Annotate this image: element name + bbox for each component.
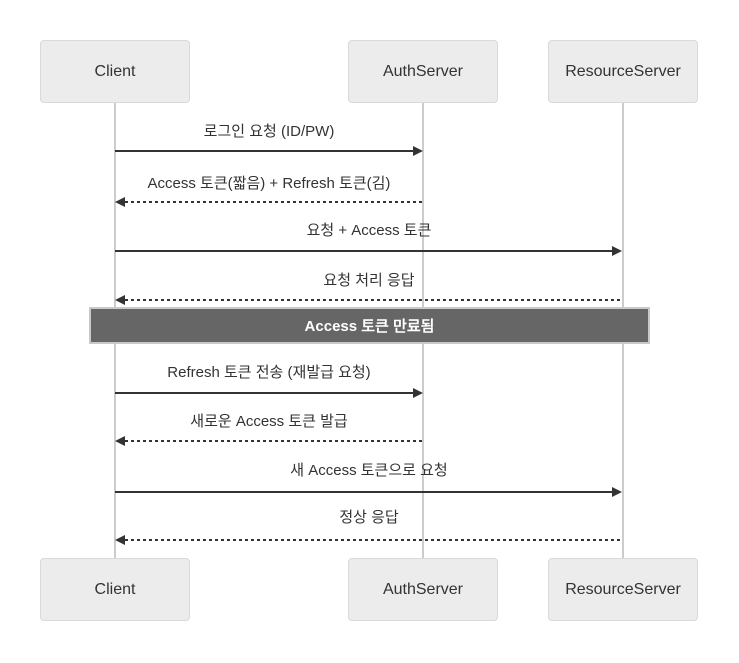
actor-resourceserver-top: ResourceServer bbox=[548, 40, 698, 103]
message-response-line bbox=[125, 299, 622, 301]
actor-authserver-top: AuthServer bbox=[348, 40, 498, 103]
actor-client-top: Client bbox=[40, 40, 190, 103]
actor-client-bottom-label: Client bbox=[94, 580, 136, 598]
actor-resourceserver-bottom-label: ResourceServer bbox=[565, 580, 681, 598]
actor-client-top-label: Client bbox=[94, 62, 136, 80]
message-normal-response-line bbox=[125, 539, 622, 541]
arrowhead-left-icon bbox=[115, 436, 125, 446]
note-access-token-expired-label: Access 토큰 만료됨 bbox=[304, 318, 435, 335]
message-request-with-new-token-line bbox=[115, 491, 613, 493]
actor-authserver-bottom: AuthServer bbox=[348, 558, 498, 621]
actor-resourceserver-top-label: ResourceServer bbox=[565, 62, 681, 80]
arrowhead-left-icon bbox=[115, 295, 125, 305]
message-request-with-token-line bbox=[115, 250, 613, 252]
message-tokens-issued-line bbox=[125, 201, 423, 203]
arrowhead-right-icon bbox=[612, 246, 622, 256]
message-normal-response-label: 정상 응답 bbox=[339, 509, 399, 526]
message-request-with-new-token-label: 새 Access 토큰으로 요청 bbox=[290, 462, 448, 479]
message-login-request-line bbox=[115, 150, 414, 152]
arrowhead-right-icon bbox=[612, 487, 622, 497]
arrowhead-right-icon bbox=[413, 146, 423, 156]
message-refresh-token-send-label: Refresh 토큰 전송 (재발급 요청) bbox=[167, 364, 371, 381]
message-response-label: 요청 처리 응답 bbox=[323, 272, 415, 289]
message-new-access-token-line bbox=[125, 440, 423, 442]
message-new-access-token-label: 새로운 Access 토큰 발급 bbox=[190, 413, 348, 430]
message-login-request-label: 로그인 요청 (ID/PW) bbox=[203, 123, 335, 140]
message-request-with-token-label: 요청 + Access 토큰 bbox=[306, 222, 432, 239]
actor-resourceserver-bottom: ResourceServer bbox=[548, 558, 698, 621]
arrowhead-left-icon bbox=[115, 197, 125, 207]
actor-authserver-bottom-label: AuthServer bbox=[382, 580, 464, 598]
note-access-token-expired: Access 토큰 만료됨 bbox=[89, 307, 650, 344]
arrowhead-left-icon bbox=[115, 535, 125, 545]
actor-client-bottom: Client bbox=[40, 558, 190, 621]
arrowhead-right-icon bbox=[413, 388, 423, 398]
message-refresh-token-send-line bbox=[115, 392, 414, 394]
actor-authserver-top-label: AuthServer bbox=[382, 62, 464, 80]
message-tokens-issued-label: Access 토큰(짧음) + Refresh 토큰(김) bbox=[147, 175, 391, 192]
